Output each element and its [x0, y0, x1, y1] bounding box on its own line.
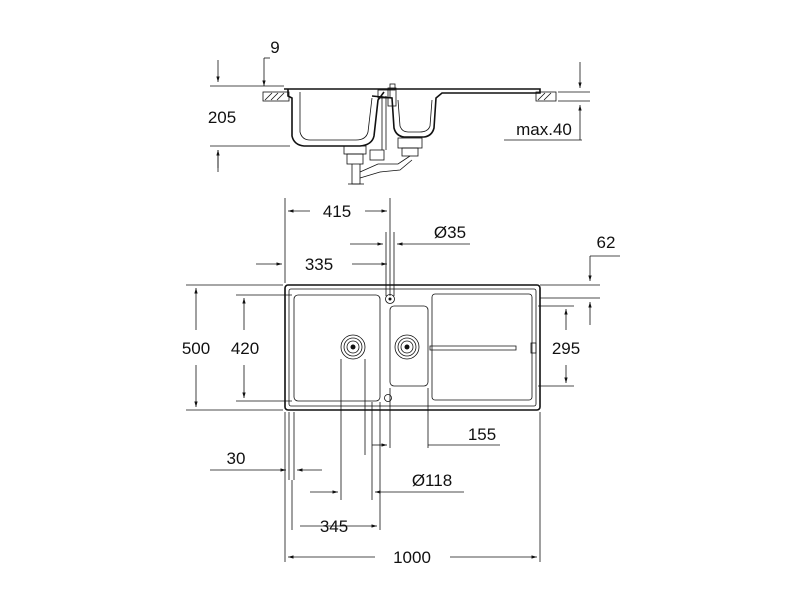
dim-label-295: 295	[552, 339, 580, 358]
sink-profile	[284, 83, 541, 185]
dim-415: 415	[284, 198, 391, 296]
dim-62: 62	[540, 233, 620, 325]
dim-label-1000: 1000	[393, 548, 431, 567]
side-view: 9 205 max.40	[208, 38, 590, 185]
main-bowl	[293, 294, 381, 402]
dim-label-dia118: Ø118	[412, 471, 452, 490]
dim-500: 500	[182, 284, 283, 411]
dim-label-335: 335	[305, 255, 333, 274]
countertop-left	[262, 91, 290, 102]
dim-30: 30	[210, 412, 322, 480]
dim-side-max: max.40	[504, 62, 590, 141]
dim-label-205: 205	[208, 108, 236, 127]
dim-label-30: 30	[227, 449, 246, 468]
dim-420: 420	[231, 294, 292, 402]
dim-label-max40: max.40	[516, 120, 572, 139]
dim-label-62: 62	[597, 233, 616, 252]
dim-label-dia35: Ø35	[434, 223, 466, 242]
sink-outline	[284, 284, 541, 411]
dim-label-155: 155	[468, 425, 496, 444]
dim-335: 335	[256, 255, 387, 274]
dim-label-345: 345	[320, 517, 348, 536]
dim-label-9: 9	[270, 38, 279, 57]
dim-side-depth: 205	[208, 60, 290, 172]
dim-345: 345	[291, 480, 381, 536]
dim-1000: 1000	[284, 412, 541, 567]
dim-dia35: Ø35	[350, 223, 470, 296]
countertop-right	[535, 91, 557, 102]
dim-side-thickness: 9	[262, 38, 280, 86]
dim-dia118: Ø118	[310, 359, 464, 500]
dim-label-500: 500	[182, 339, 210, 358]
drainboard	[431, 293, 533, 401]
overflow-hole	[384, 394, 392, 402]
dim-label-415: 415	[323, 202, 351, 221]
drain-groove	[429, 345, 517, 351]
drainboard-handle	[530, 342, 537, 354]
dim-295: 295	[538, 305, 580, 387]
small-drain	[394, 334, 420, 360]
small-bowl	[389, 305, 429, 387]
dim-label-420: 420	[231, 339, 259, 358]
main-drain	[340, 334, 366, 360]
dim-155: 155	[372, 388, 500, 448]
top-view: 415 Ø35 335 62	[182, 198, 620, 567]
